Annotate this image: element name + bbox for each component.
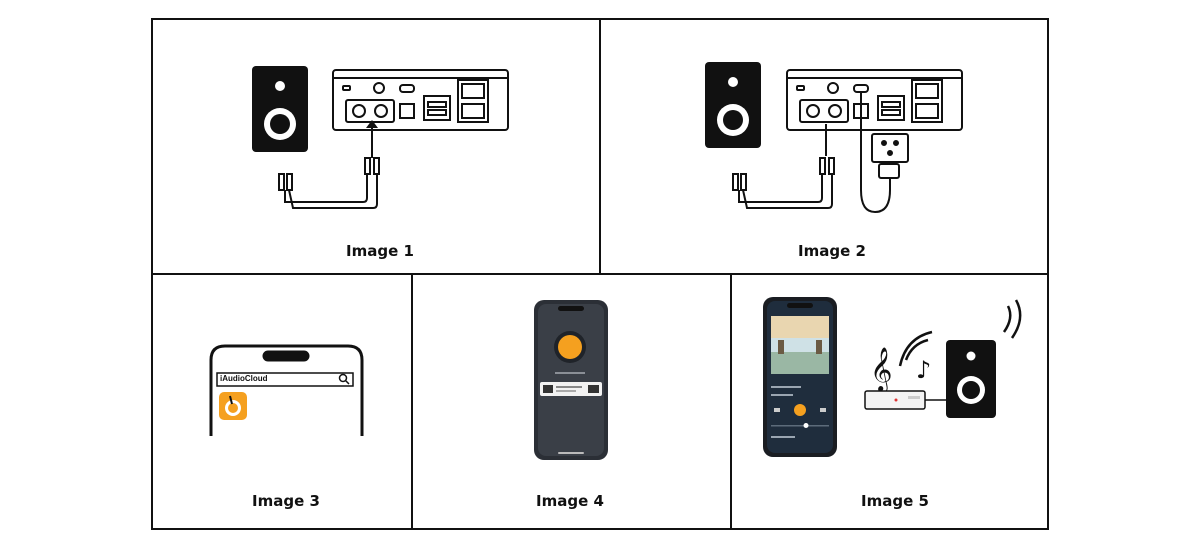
search-icon: [338, 373, 348, 383]
connection-arrow: [366, 120, 378, 158]
search-bar[interactable]: [216, 372, 354, 387]
power-outlet-icon: [860, 92, 909, 214]
search-text: iAudioCloud: [220, 374, 268, 383]
smartphone-icon: [209, 344, 364, 436]
rca-cable-icon: [732, 124, 835, 209]
music-note-icon: ♪: [916, 356, 931, 384]
divider-bottom-left: [411, 274, 413, 530]
receiver-icon: [332, 69, 509, 131]
caption-image-1: Image 1: [346, 242, 414, 260]
divider-top-vertical: [599, 18, 601, 274]
speaker-icon: [946, 340, 996, 418]
receiver-icon: [864, 390, 946, 410]
rca-cable-icon: [278, 157, 380, 209]
smartphone-icon: [534, 300, 608, 460]
caption-image-4: Image 4: [536, 492, 604, 510]
treble-clef-icon: 𝄞: [870, 347, 892, 393]
wifi-waves-icon: [898, 299, 1022, 367]
divider-bottom-right: [730, 274, 732, 530]
app-icon[interactable]: [219, 392, 247, 420]
caption-image-2: Image 2: [798, 242, 866, 260]
caption-image-5: Image 5: [861, 492, 929, 510]
svg-text:𝄞: 𝄞: [870, 347, 892, 393]
svg-text:♪: ♪: [916, 356, 931, 384]
smartphone-icon: [763, 297, 837, 457]
divider-horizontal: [151, 273, 1049, 275]
caption-image-3: Image 3: [252, 492, 320, 510]
receiver-icon: [786, 69, 963, 131]
speaker-icon: [705, 62, 761, 148]
speaker-icon: [252, 66, 308, 152]
